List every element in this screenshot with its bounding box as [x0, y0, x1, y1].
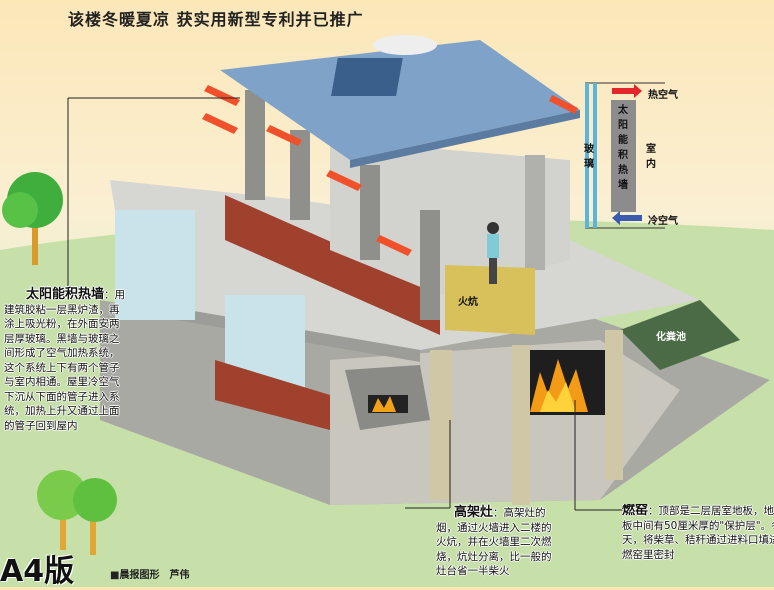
kiln-caption: 燃窑：顶部是二层居室地板，地板中间有50厘米厚的"保护层"。冬天，将柴草、秸秆通…: [622, 504, 774, 562]
stove-heading: 高架灶: [454, 505, 494, 520]
tree-icon: [2, 172, 63, 265]
hot-air-arrow-icon: [612, 84, 642, 98]
kiln-heading: 燃窑: [622, 504, 649, 518]
cold-air-label: 冷空气: [648, 216, 678, 227]
roof: [220, 40, 580, 160]
glass-label: 玻璃: [584, 144, 594, 170]
credit-label: ■晨报图形 芦伟: [110, 570, 190, 581]
septic-tank: [620, 300, 740, 370]
person-figure: [487, 222, 499, 284]
solar-wall-heading: 太阳能积热墙: [26, 287, 105, 302]
stove-caption: 高架灶：高架灶的烟，通过火墙进入二楼的火炕，并在火墙里二次燃烧，炕灶分离，比一般…: [436, 505, 554, 579]
solar-wall-inset-label: 太阳能积热墙: [618, 105, 628, 191]
page-title: 该楼冬暖夏凉 获实用新型专利并已推广: [68, 10, 364, 29]
kiln-text: ：顶部是二层居室地板，地板中间有50厘米厚的"保护层"。冬天，将柴草、秸秆通过进…: [622, 505, 774, 561]
solar-water-heater: [331, 58, 403, 96]
cold-air-arrow-icon: [612, 211, 642, 225]
sunlight-arrow-icons: [202, 85, 578, 256]
kang-bed: [445, 265, 535, 335]
stove-text: ：高架灶的烟，通过火墙进入二楼的火炕，并在火墙里二次燃烧，炕灶分离，比一般的灶台…: [436, 507, 552, 577]
solar-wall-text: ：用建筑胶粘一层黑炉渣，再涂上吸光粉，在外面安两层厚玻璃。黑墙与玻璃之间形成了空…: [4, 289, 126, 432]
solar-wall-caption: 太阳能积热墙：用建筑胶粘一层黑炉渣，再涂上吸光粉，在外面安两层厚玻璃。黑墙与玻璃…: [4, 287, 126, 433]
indoor-label: 室内: [646, 144, 656, 170]
edition-label: A4版: [0, 554, 75, 589]
brick-wall: [225, 195, 440, 335]
hot-air-label: 热空气: [648, 90, 678, 101]
kang-label: 火炕: [458, 297, 478, 308]
septic-label: 化粪池: [656, 332, 686, 343]
tree-icon: [37, 470, 117, 555]
solar-wall-inset-diagram: [585, 82, 665, 229]
